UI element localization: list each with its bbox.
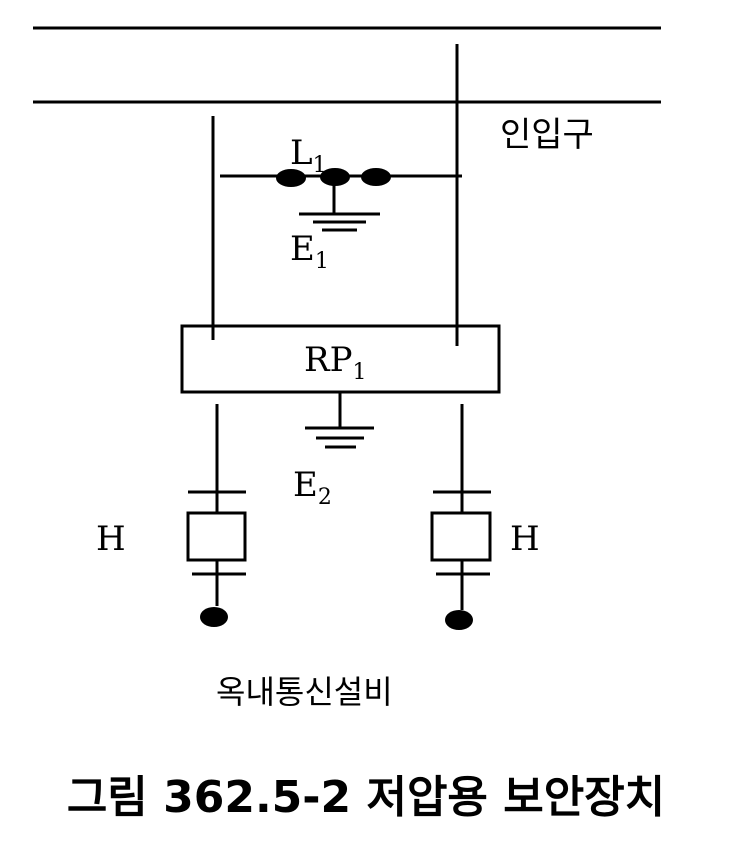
entry-label: 인입구 bbox=[500, 115, 594, 155]
protector-arrester-right bbox=[361, 168, 391, 186]
protector-arrester-center bbox=[320, 168, 350, 186]
equipment-label: 옥내통신설비 bbox=[216, 673, 393, 711]
right-h-label: H bbox=[510, 519, 540, 559]
protector-arrester-left bbox=[276, 169, 306, 187]
ground-symbol-e1 bbox=[299, 212, 380, 232]
ground-e1-label: E1 bbox=[290, 229, 329, 274]
terminal-dot-right bbox=[445, 610, 473, 630]
protector-label: L1 bbox=[290, 133, 327, 178]
panel-rp1-label: RP1 bbox=[304, 340, 366, 385]
ground-symbol-e2 bbox=[305, 426, 374, 449]
terminal-dot-left bbox=[200, 607, 228, 627]
protector-box-left bbox=[186, 511, 247, 562]
ground-e2-label: E2 bbox=[293, 465, 332, 510]
protector-box-right bbox=[430, 511, 492, 562]
figure-caption: 그림 362.5-2 저압용 보안장치 bbox=[67, 772, 665, 823]
left-h-label: H bbox=[96, 519, 126, 559]
